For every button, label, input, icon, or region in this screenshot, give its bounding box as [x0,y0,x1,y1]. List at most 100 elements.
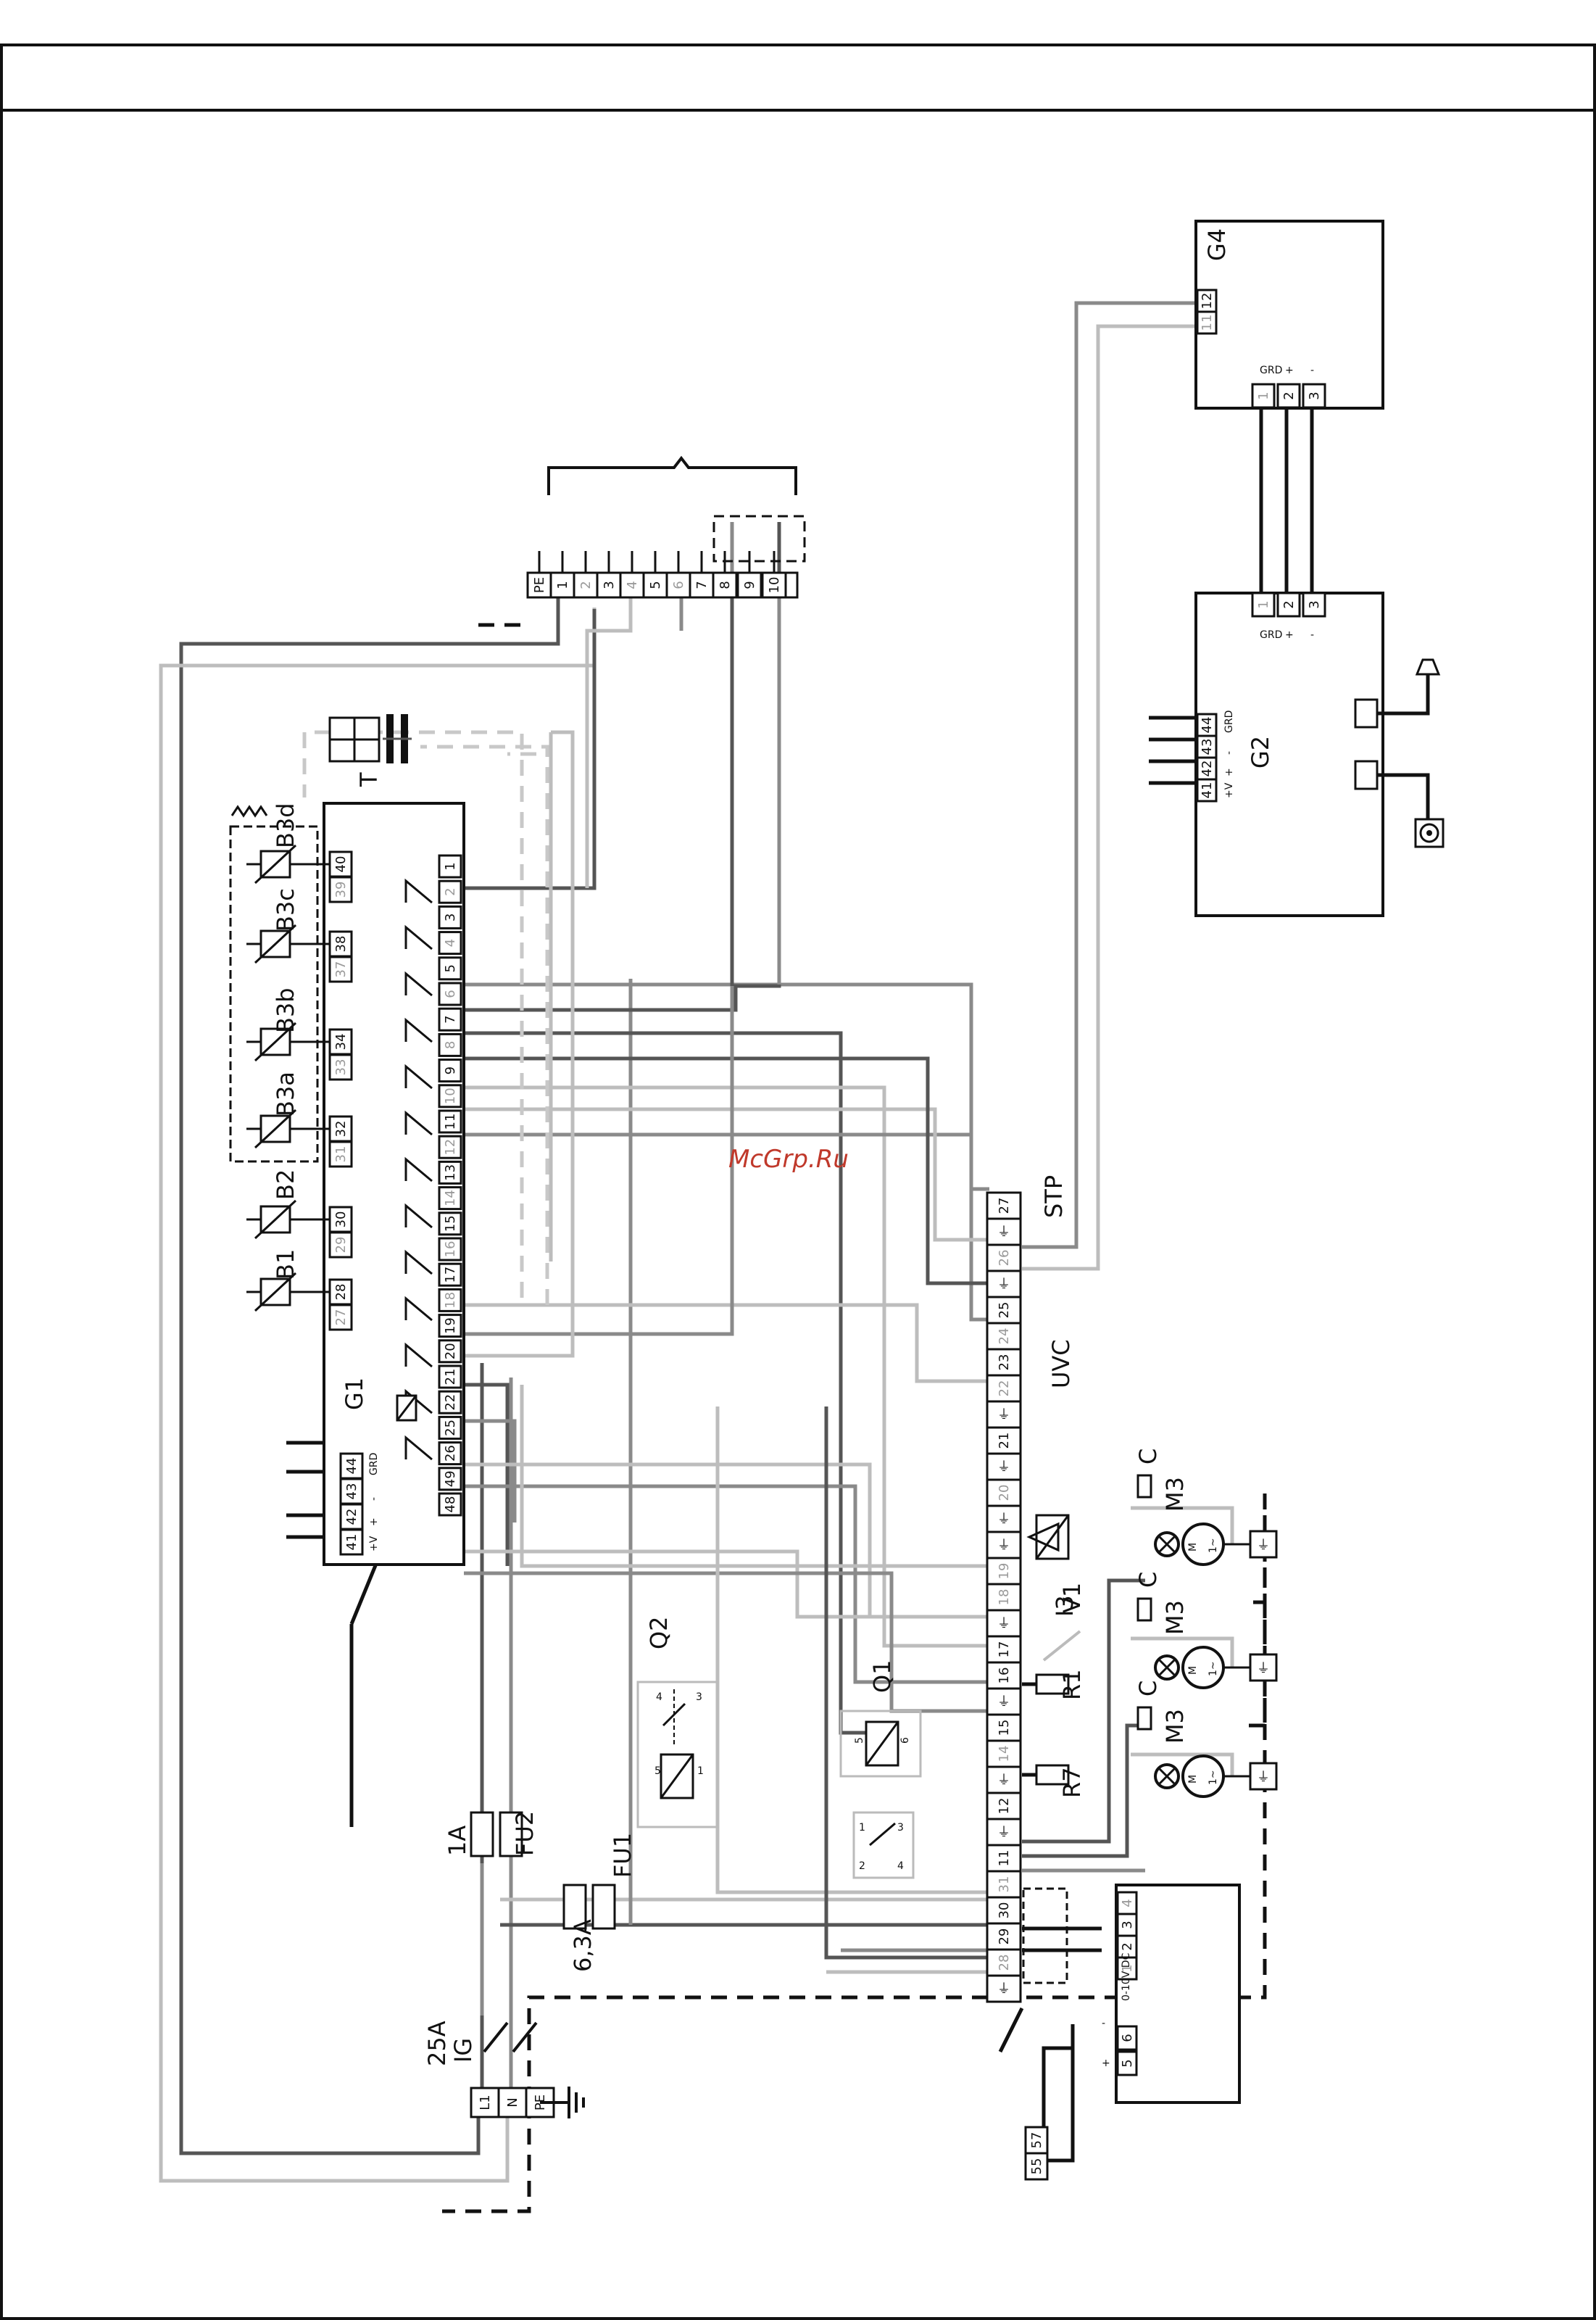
g1-sensor-terminal-label: 38 [333,936,349,953]
g2-bus-sign: GRD [1223,710,1235,733]
g1-terminal: 15 [438,1211,462,1236]
main-strip-terminal-label: ⏚ [997,1981,1010,1997]
g2-right-terminal: 2 [1276,592,1301,618]
g1-terminal: 14 [438,1186,462,1211]
b3-dashed-group [229,825,319,1163]
g1-terminal-label: 10 [443,1088,458,1104]
g1-terminal-label: 48 [443,1496,458,1513]
ext-terminal: 57 [1024,2126,1049,2155]
g1-terminal-label: 2 [443,887,458,895]
g1-sensor-terminal: 39 [328,876,353,903]
g1-terminal-label: 3 [443,914,458,921]
relay-contact-icon [404,924,433,950]
label-q1: Q1 [868,1660,896,1693]
sensors: B1 B2 B3a B3b B3c B3d [229,803,330,1312]
g1-bus-terminal: 43 [339,1478,364,1505]
g1-sensor-terminal-label: 33 [333,1059,349,1076]
g4-bus-terminal: 2 [1276,383,1301,409]
g2-bus-terminal: 43 [1196,734,1218,759]
aux-pin-2: 2 [859,1860,865,1872]
q2-relay: 4 3 5 1 Q2 [636,1616,719,1828]
g2-right-terminal-label: 2 [1281,600,1297,608]
ctrl-plus: + [1102,2058,1110,2069]
main-strip-terminal-label: 14 [997,1746,1012,1762]
g1-terminal-label: 13 [443,1164,458,1181]
main-strip-terminal-label: ⏚ [997,1538,1010,1553]
main-strip-terminal: ⏚ [986,1974,1022,2003]
motor-label: M3 [1161,1709,1189,1744]
relay-contact-icon [404,1342,433,1368]
g4-top-terminal: 12 [1196,289,1218,313]
main-strip-terminal: ⏚ [986,1687,1022,1716]
label-b3c: B3c [272,888,299,932]
main-strip-terminal: 30 [986,1896,1022,1925]
g4-top-terminal: 11 [1196,310,1218,335]
main-strip-terminal: ⏚ [986,1269,1022,1298]
mains-terminal: N [497,2087,528,2118]
g1-terminal-label: 5 [443,964,458,972]
main-strip-terminal: 26 [986,1243,1022,1272]
fuse-fu2: 1A FU2 [444,1811,539,1857]
label-fu1: FU1 [609,1833,636,1878]
main-strip-terminal-label: 18 [997,1589,1012,1606]
capacitor-label: C [1134,1681,1162,1696]
r1-resistor: R1 [1022,1669,1086,1700]
relay-contact-icon [404,1064,433,1090]
main-strip-terminal-label: ⏚ [997,1773,1010,1788]
top-strip-terminal: 6 [665,571,691,599]
g2-bus-terminal: 41 [1196,778,1218,803]
g4-bus-terminal: 3 [1302,383,1326,409]
g1-terminal-label: 49 [443,1470,458,1487]
top-strip-terminal-label: 1 [555,581,570,589]
ctrl-input-terminal: 6 [1116,2025,1138,2051]
top-strip-terminal: 9 [736,571,762,599]
earth-symbol: ⏚ [1257,1770,1270,1785]
ctrl-signal: 0-10V DC [1121,1952,1132,2001]
ctrl-terminal-label: 2 [1120,1942,1135,1950]
main-strip-terminal: ⏚ [986,1530,1022,1559]
g1-terminal: 7 [438,1007,462,1032]
g1-terminal-label: 1 [443,862,458,870]
capacitor-label: C [1134,1572,1162,1588]
main-strip-terminal-label: 11 [997,1850,1012,1867]
ctrl-input-terminal: 5 [1116,2050,1138,2076]
g1-sensor-terminal-label: 31 [333,1146,349,1163]
mains-terminal-label: N [505,2097,520,2107]
relay-contact-icon [404,971,433,997]
ctrl-dashed-group [1022,1887,1068,1984]
capacitor-label: C [1134,1449,1162,1464]
q1-pin-5: 5 [854,1737,865,1744]
main-strip-terminal-label: 31 [997,1876,1012,1893]
label-r1: R1 [1058,1669,1086,1700]
page-border [0,44,1596,2320]
g1-terminal: 13 [438,1160,462,1185]
g1-bus-terminal: 44 [339,1452,364,1480]
top-strip-terminal-label: 9 [742,581,757,589]
main-strip-terminal-label: 28 [997,1955,1012,1971]
aux-pin-3: 3 [897,1822,904,1834]
g1-bus-terminal-label: 43 [344,1483,359,1500]
top-strip-terminal: 8 [712,571,738,599]
g2-bus-terminal: 42 [1196,756,1218,781]
label-stp: STP [1040,1175,1068,1218]
g1-sensor-terminal-label: 34 [333,1034,349,1051]
main-strip-terminal-label: 12 [997,1798,1012,1815]
label-b3a: B3a [272,1072,299,1116]
g1-bus-terminal: 41 [339,1528,364,1556]
top-strip-terminal: 1 [549,571,575,599]
earth-icon [540,2087,585,2118]
aux-pin-1: 1 [859,1822,865,1834]
ctrl-terminal-label: 1 [1120,1964,1135,1972]
g1-terminal: 3 [438,905,462,929]
earth-terminal [1249,1653,1278,1682]
g1-terminal-label: 8 [443,1041,458,1049]
i3-switch: I3 [1042,1595,1081,1662]
main-strip-terminal: 20 [986,1478,1022,1507]
capacitor-icon [1136,1706,1152,1731]
g1-terminal-label: 16 [443,1241,458,1258]
